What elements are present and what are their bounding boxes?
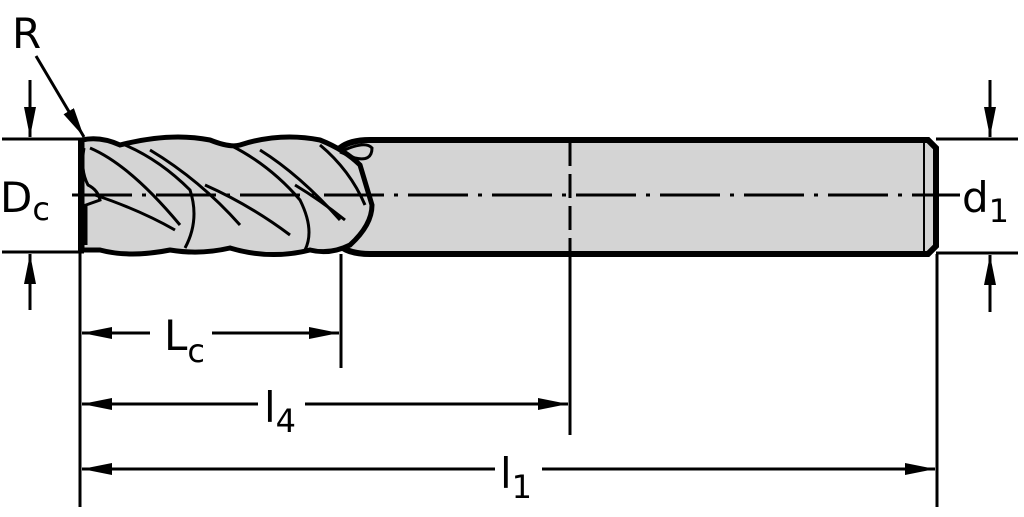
label-dc: Dc xyxy=(0,173,50,228)
radius-leader xyxy=(34,55,86,138)
d1-arrows xyxy=(936,80,996,312)
label-d1: d1 xyxy=(962,173,1009,230)
flute-lines xyxy=(89,143,374,251)
extension-lines xyxy=(2,137,1018,507)
label-l1: l1 xyxy=(500,449,532,506)
label-l4: l4 xyxy=(264,383,296,440)
shank xyxy=(337,137,939,257)
label-lc: Lc xyxy=(164,311,205,370)
label-r: R xyxy=(12,9,41,58)
tool-body xyxy=(78,134,939,257)
